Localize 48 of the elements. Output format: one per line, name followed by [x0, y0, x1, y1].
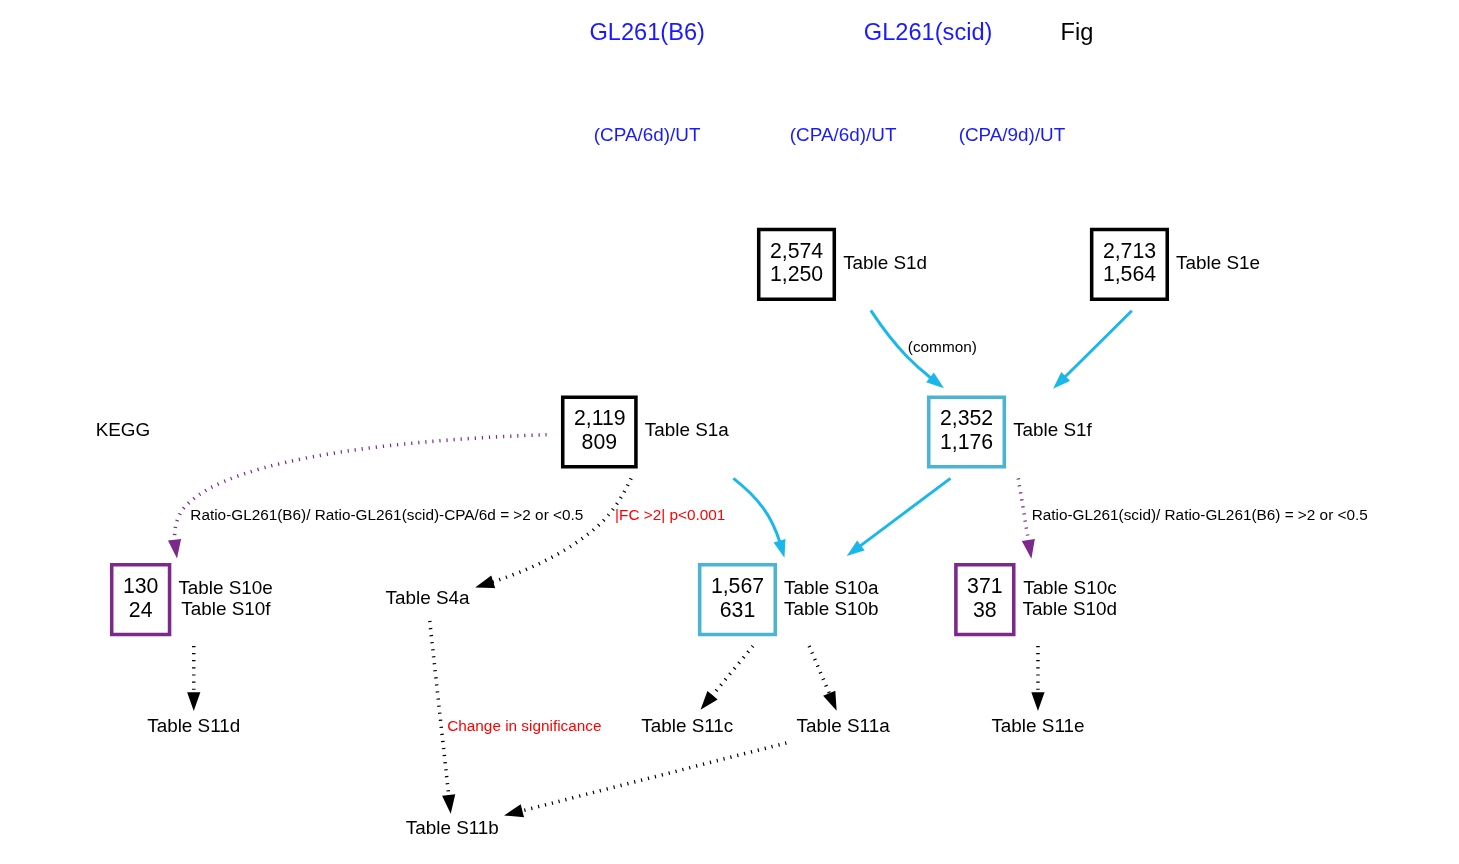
arrow: [1053, 309, 1133, 389]
edge-label: Ratio-GL261(scid)/ Ratio-GL261(B6) = >2 or <0.5: [1031, 505, 1368, 523]
label: KEGG: [95, 419, 151, 441]
node-box: 2,352 1,176: [926, 395, 1007, 469]
node-box: 2,713 1,564: [1089, 227, 1169, 301]
label: (CPA/6d)/UT: [593, 124, 701, 146]
edge-label: (common): [907, 338, 977, 356]
node-text: Table S11a: [796, 714, 890, 736]
arrow: [807, 645, 837, 711]
node-label: Table S10e: [178, 576, 273, 598]
node-label: Table S1a: [644, 419, 729, 441]
arrow: [475, 477, 633, 589]
node-text: Table S4a: [385, 587, 470, 609]
node-label: Table S1d: [843, 251, 928, 273]
node-box: 2,574 1,250: [756, 227, 837, 301]
arrow: [700, 644, 755, 710]
node-text: Table S11c: [641, 714, 734, 736]
arrow: [846, 477, 952, 557]
edge-label: Change in significance: [447, 717, 602, 735]
label: GL261(B6): [589, 19, 705, 46]
label: (CPA/6d)/UT: [789, 124, 897, 146]
node-label: Table S10a: [784, 576, 879, 598]
node-text: Table S11d: [147, 714, 241, 736]
arrow: [504, 741, 787, 818]
node-text: Table S11e: [991, 714, 1085, 736]
node-box: 2,119 809: [560, 395, 638, 469]
node-label: Table S1f: [1013, 419, 1092, 441]
edge-label: Ratio-GL261(B6)/ Ratio-GL261(scid)-CPA/6d = >2 or <0.5: [190, 505, 584, 523]
arrow: [167, 432, 547, 559]
arrow: [1016, 478, 1035, 559]
arrow: [869, 309, 944, 389]
arrow: [427, 620, 456, 814]
node-label: Table S10f: [181, 597, 271, 619]
node-label: Table S10b: [784, 597, 879, 619]
label: (CPA/9d)/UT: [958, 124, 1066, 146]
node-box: 1,567 631: [697, 563, 777, 637]
arrow: [1031, 646, 1045, 712]
arrow: [187, 646, 201, 712]
arrow: [732, 477, 786, 558]
label: Fig: [1060, 19, 1094, 46]
node-label: Table S10c: [1023, 576, 1117, 598]
node-box: 371 38: [954, 563, 1016, 637]
node-text: Table S11b: [405, 817, 499, 839]
edge-label: |FC >2| p<0.001: [615, 505, 726, 523]
node-box: 130 24: [109, 563, 172, 637]
node-label: Table S10d: [1022, 597, 1118, 619]
label: GL261(scid): [863, 19, 993, 46]
node-label: Table S1e: [1176, 251, 1261, 273]
